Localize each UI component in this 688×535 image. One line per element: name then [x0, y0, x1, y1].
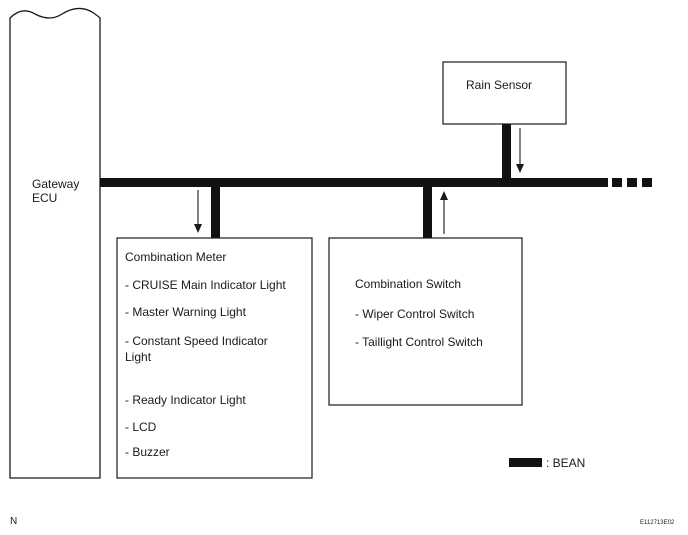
- meter-item-ready: - Ready Indicator Light: [125, 393, 246, 407]
- combination-meter-box: [116, 237, 313, 479]
- combination-switch-stub: [423, 185, 432, 239]
- bean-legend-label: : BEAN: [546, 456, 585, 470]
- bean-bus-dash-3: [642, 178, 652, 187]
- switch-item-taillight: - Taillight Control Switch: [355, 335, 483, 349]
- combination-switch-arrow-head: [440, 191, 448, 200]
- meter-item-lcd: - LCD: [125, 420, 157, 434]
- meter-item-constant-speed: - Constant Speed Indicator: [125, 334, 268, 348]
- meter-item-master-warning: - Master Warning Light: [125, 305, 247, 319]
- meter-item-buzzer: - Buzzer: [125, 445, 170, 459]
- gateway-ecu-box: [9, 7, 101, 479]
- rain-sensor-arrow-head: [516, 164, 524, 173]
- bean-legend-swatch: [509, 458, 542, 467]
- bean-bus-dash-1: [612, 178, 622, 187]
- rain-sensor-label: Rain Sensor: [466, 78, 532, 92]
- meter-item-cruise: - CRUISE Main Indicator Light: [125, 278, 286, 292]
- footer-left-code: N: [10, 516, 17, 527]
- combination-meter-arrow-head: [194, 224, 202, 233]
- combination-switch-title: Combination Switch: [355, 277, 461, 291]
- bean-bus-dash-2: [627, 178, 637, 187]
- switch-item-wiper: - Wiper Control Switch: [355, 307, 474, 321]
- meter-item-constant-speed-cont: Light: [125, 350, 152, 364]
- combination-meter-title: Combination Meter: [125, 250, 226, 264]
- combination-meter-stub: [211, 185, 220, 239]
- combination-switch-box: [328, 237, 523, 406]
- bean-bus-line: [100, 178, 608, 187]
- rain-sensor-box: [442, 61, 567, 125]
- rain-sensor-stub: [502, 124, 511, 180]
- footer-figure-code: E112713E02: [640, 520, 675, 526]
- gateway-label-line2: ECU: [32, 191, 57, 205]
- gateway-label-line1: Gateway: [32, 177, 79, 191]
